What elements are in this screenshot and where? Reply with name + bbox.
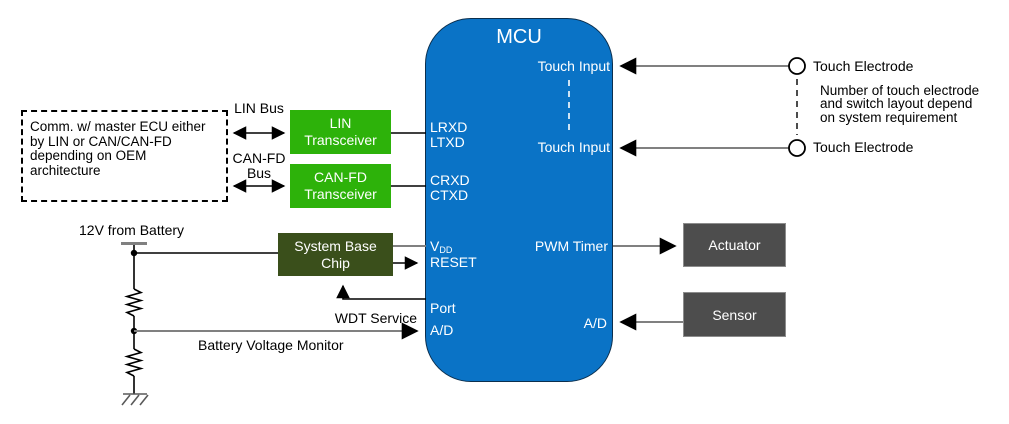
- comm-note-line2: by LIN or CAN/CAN-FD: [30, 133, 172, 149]
- lin-bus-label: LIN Bus: [234, 100, 284, 116]
- pin-ad-left: A/D: [430, 322, 454, 338]
- actuator-block: Actuator: [683, 223, 786, 267]
- touch-note-line3: on system requirement: [820, 109, 958, 125]
- canfd-transceiver-label-line2: Transceiver: [304, 186, 377, 202]
- mcu-title: MCU: [496, 26, 542, 48]
- canfd-bus-label-line1: CAN-FD: [232, 150, 286, 166]
- canfd-transceiver-block: CAN-FD Transceiver: [290, 164, 391, 208]
- canfd-bus-label: CAN-FD Bus: [226, 151, 292, 181]
- sensor-label: Sensor: [712, 306, 757, 323]
- pin-touch-input-2: Touch Input: [537, 139, 610, 155]
- touch-note-text: Number of touch electrode and switch lay…: [820, 83, 1005, 125]
- pin-lrxd: LRXD: [430, 119, 468, 135]
- pin-pwm-timer: PWM Timer: [534, 238, 608, 254]
- wdt-service-arrow: [336, 284, 426, 300]
- pin-vdd-base: V: [430, 238, 440, 254]
- pin-port: Port: [430, 300, 456, 316]
- pin-vdd: VDD: [430, 238, 453, 256]
- lin-transceiver-label-line2: Transceiver: [304, 132, 377, 148]
- touch-electrode-label-2: Touch Electrode: [813, 139, 914, 155]
- touch-electrode-circle-2: [788, 139, 806, 157]
- mcu-block: [425, 18, 613, 382]
- wdt-service-label: WDT Service: [334, 310, 417, 326]
- lin-transceiver-label-line1: LIN: [329, 115, 352, 131]
- comm-note-line3: depending on OEM: [30, 148, 147, 163]
- pin-vdd-sub: DD: [439, 245, 453, 255]
- sbc-label-line1: System Base: [294, 237, 377, 254]
- pin-touch-input-1: Touch Input: [537, 58, 610, 74]
- touch-note-line2: and switch layout depend: [820, 96, 973, 112]
- canfd-bus-label-line2: Bus: [246, 165, 272, 181]
- canfd-transceiver-label-line1: CAN-FD: [314, 169, 367, 185]
- battery-voltage-monitor-label: Battery Voltage Monitor: [198, 337, 344, 353]
- battery-label: 12V from Battery: [79, 222, 185, 238]
- touch-note-line1: Number of touch electrode: [820, 83, 980, 98]
- ground-icon: [121, 393, 149, 406]
- pin-ctxd: CTXD: [430, 187, 469, 203]
- touch-electrode-circle-1: [788, 57, 806, 75]
- comm-note-dashed-box: [21, 110, 228, 202]
- comm-note-text: Comm. w/ master ECU either by LIN or CAN…: [30, 119, 222, 178]
- resistor-icon-upper: [124, 288, 144, 317]
- pin-reset: RESET: [430, 254, 477, 270]
- sensor-block: Sensor: [683, 292, 786, 337]
- pin-crxd: CRXD: [430, 172, 470, 188]
- system-base-chip-block: System Base Chip: [278, 233, 393, 276]
- lin-transceiver-block: LIN Transceiver: [290, 110, 391, 154]
- sbc-label-line2: Chip: [321, 254, 350, 271]
- junction-dot-lower: [130, 327, 138, 335]
- comm-note-line1: Comm. w/ master ECU either: [30, 119, 206, 134]
- resistor-icon-lower: [124, 348, 144, 377]
- comm-note-line4: architecture: [30, 162, 101, 178]
- pin-ltxd: LTXD: [430, 134, 465, 150]
- junction-dot-upper: [130, 249, 138, 257]
- pin-ad-right: A/D: [583, 315, 607, 331]
- touch-electrode-label-1: Touch Electrode: [813, 58, 914, 74]
- actuator-label: Actuator: [708, 237, 761, 253]
